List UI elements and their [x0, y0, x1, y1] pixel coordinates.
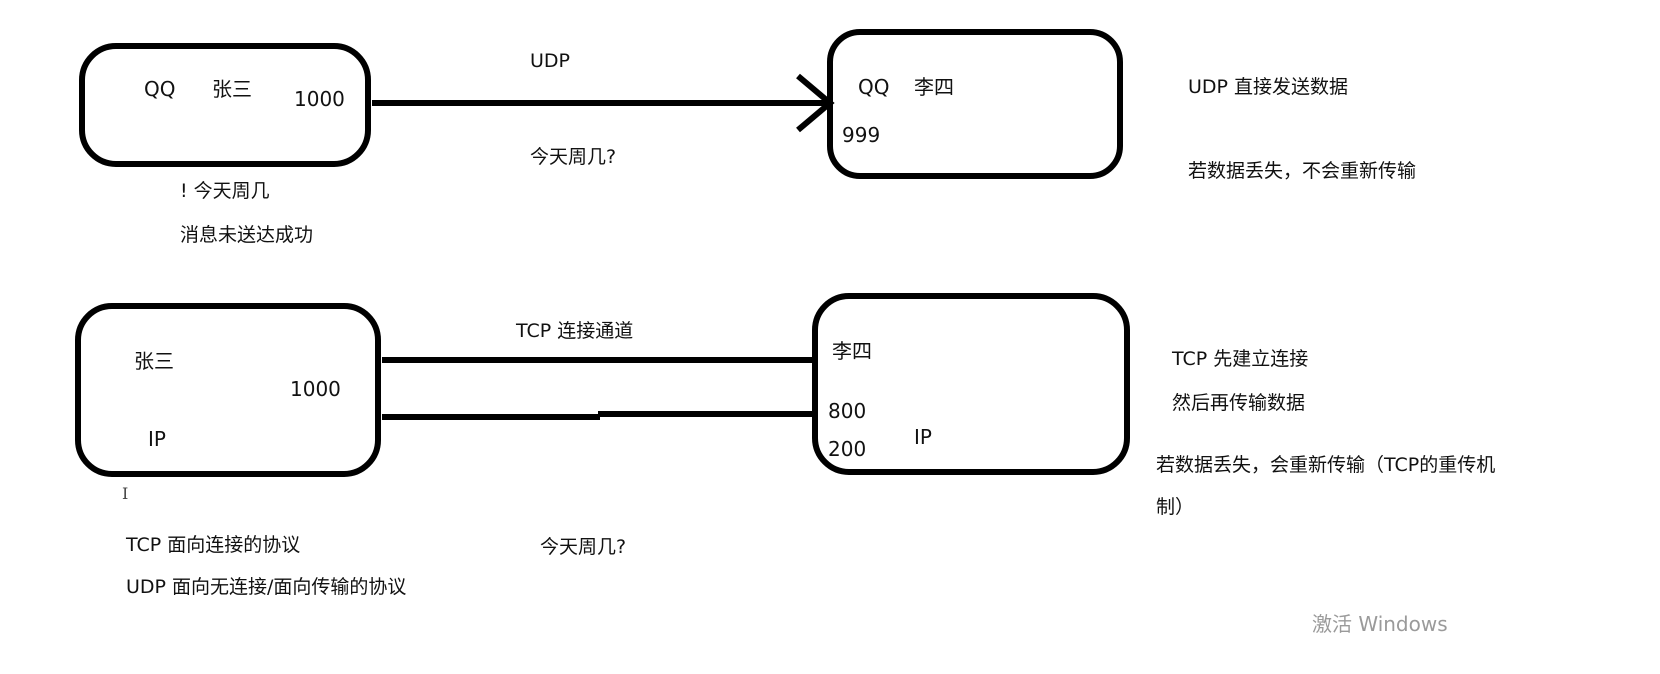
udp-failure-line-1: ! 今天周几 [180, 180, 270, 202]
udp-message: 今天周几? [530, 146, 617, 168]
udp-note-2: 若数据丢失，不会重新传输 [1188, 160, 1417, 182]
tcp-sender-name: 张三 [134, 349, 174, 373]
udp-sender-port: 1000 [294, 87, 345, 111]
udp-sender-app: QQ [144, 77, 176, 101]
udp-protocol-label: UDP [530, 50, 570, 72]
tcp-receiver-port-b: 200 [828, 437, 867, 461]
tcp-note-1: TCP 先建立连接 [1172, 348, 1309, 370]
tcp-note-3: 若数据丢失，会重新传输（TCP的重传机 [1156, 454, 1496, 476]
udp-sender-box [79, 43, 371, 167]
tcp-channel-label: TCP 连接通道 [516, 320, 634, 342]
summary-udp: UDP 面向无连接/面向传输的协议 [126, 576, 407, 598]
tcp-receiver-name: 李四 [832, 339, 872, 363]
tcp-receiver-ip: IP [914, 425, 932, 449]
udp-receiver-box [827, 29, 1123, 179]
udp-receiver-port: 999 [842, 123, 881, 147]
tcp-note-2: 然后再传输数据 [1172, 392, 1306, 414]
summary-tcp: TCP 面向连接的协议 [126, 534, 301, 556]
tcp-sender-box [75, 303, 381, 477]
tcp-receiver-box [812, 293, 1130, 475]
udp-receiver-name: 李四 [914, 75, 954, 99]
tcp-sender-port: 1000 [290, 377, 341, 401]
udp-note-1: UDP 直接发送数据 [1188, 76, 1349, 98]
text-cursor-icon: I [122, 484, 129, 503]
udp-sender-name: 张三 [212, 77, 252, 101]
tcp-note-4: 制） [1156, 496, 1195, 518]
udp-receiver-app: QQ [858, 75, 890, 99]
tcp-message: 今天周几? [540, 536, 627, 558]
tcp-receiver-port-a: 800 [828, 399, 867, 423]
udp-failure-line-2: 消息未送达成功 [180, 224, 314, 246]
windows-activation-watermark: 激活 Windows [1312, 612, 1448, 636]
tcp-sender-ip: IP [148, 427, 166, 451]
